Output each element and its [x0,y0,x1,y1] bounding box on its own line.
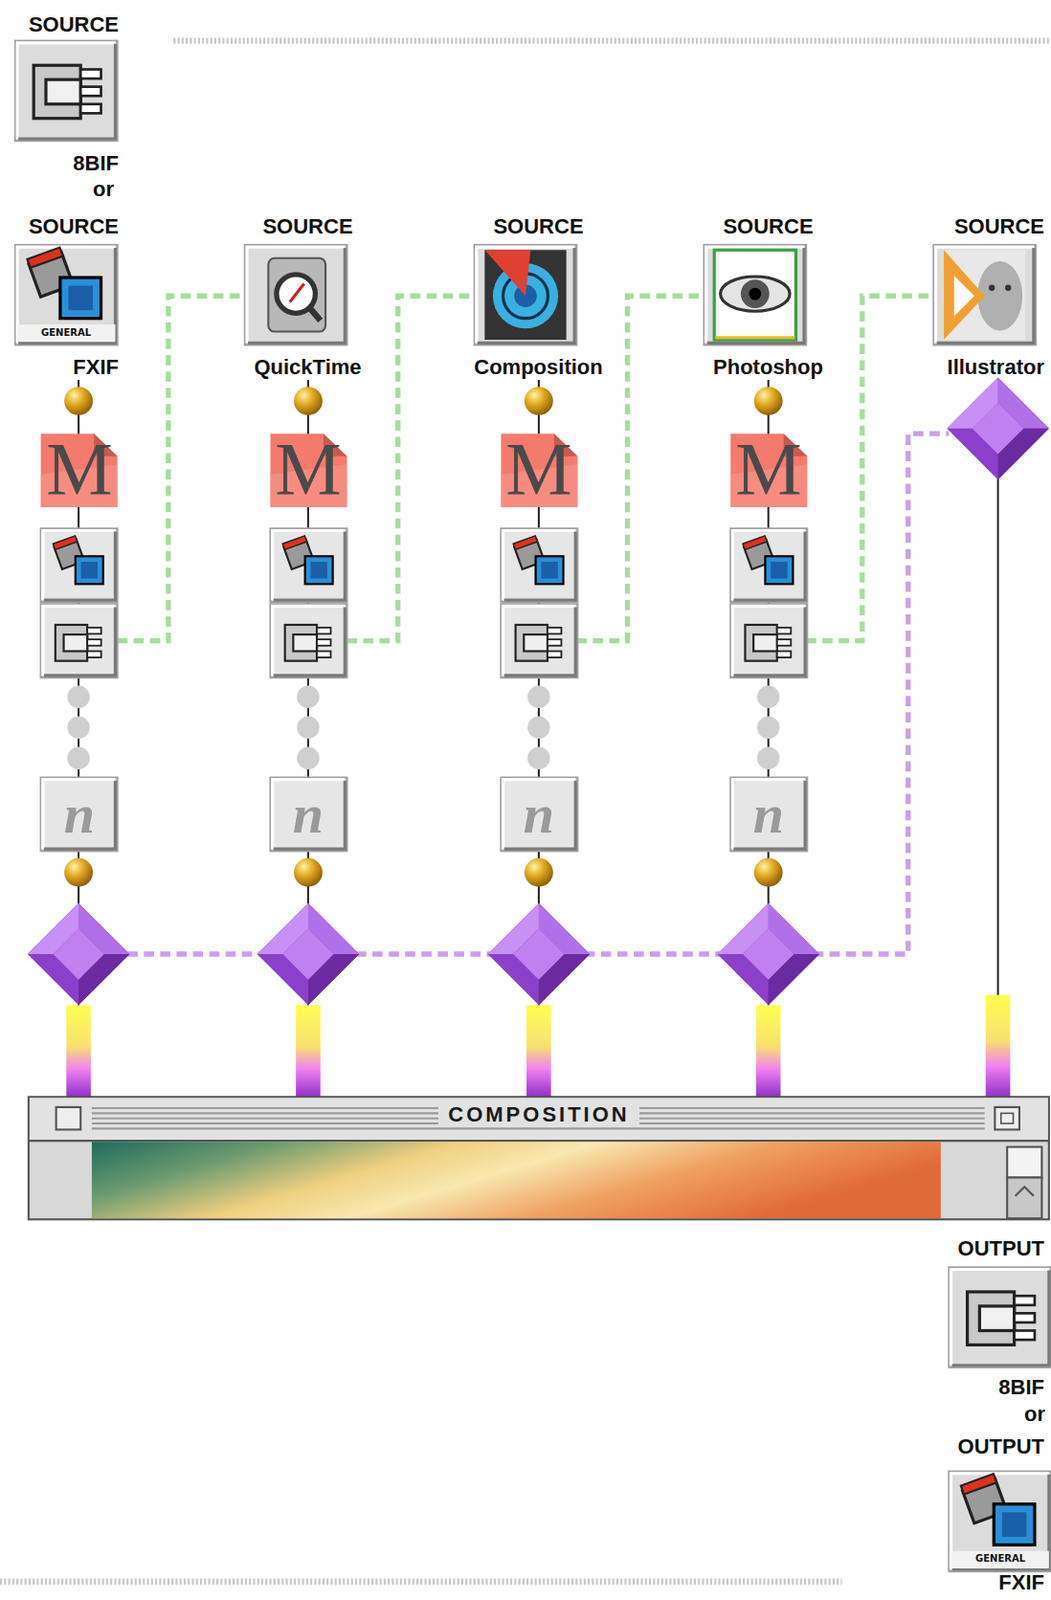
node-caption: FXIF [994,1570,1049,1596]
node-caption: Photoshop [709,355,828,381]
node-heading: SOURCE [24,214,123,240]
node-heading: SOURCE [24,12,123,38]
node-heading: SOURCE [489,214,587,240]
n-icon-letter: n [269,777,347,851]
source-node: SOURCE QuickTime [205,214,410,381]
output-node: OUTPUT FXIF [917,1434,1049,1596]
node-heading: SOURCE [258,214,357,240]
column-wire [997,380,1000,1097]
source-node: SOURCE Illustrator [872,214,1049,381]
node-heading: OUTPUT [954,1236,1049,1262]
node-caption: 8BIF [68,151,123,177]
m-icon-letter: M [500,430,578,508]
m-icon-letter: M [41,430,118,508]
icon-text: GENERAL [951,1550,1050,1568]
n-icon-letter: n [41,777,118,851]
node-caption: FXIF [68,355,123,381]
output-node: OUTPUT 8BIF [917,1236,1049,1401]
node-caption: Composition [469,355,606,381]
source-node: SOURCE Composition [436,214,641,381]
composition-window: COMPOSITION [28,1096,1050,1220]
source-node: SOURCE 8BIF [4,12,123,177]
source-node: SOURCE FXIF [4,214,123,381]
node-caption: Illustrator [943,355,1049,381]
or-label: or [984,1402,1050,1428]
node-caption: 8BIF [994,1375,1049,1401]
node-heading: SOURCE [950,214,1049,240]
window-title: COMPOSITION [438,1102,639,1128]
or-label: or [56,177,118,202]
icon-text: GENERAL [17,324,115,342]
m-icon-letter: M [269,430,347,508]
node-heading: SOURCE [718,214,817,240]
node-caption: QuickTime [249,355,365,381]
source-node: SOURCE Photoshop [666,214,871,381]
node-heading: OUTPUT [954,1434,1049,1460]
m-icon-letter: M [730,430,807,508]
n-icon-letter: n [730,777,807,851]
n-icon-letter: n [500,777,578,851]
